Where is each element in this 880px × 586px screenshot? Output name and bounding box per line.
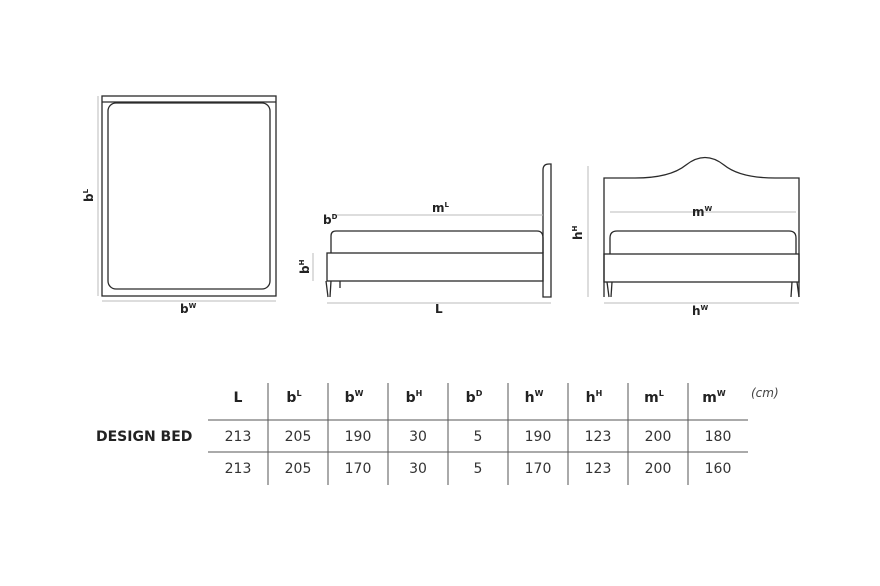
table-cell: 190	[525, 429, 552, 445]
front-view-leg-right-inner	[796, 281, 800, 298]
table-cell: 123	[585, 461, 612, 477]
table-cell: 5	[474, 461, 483, 477]
table-cell: 213	[225, 429, 252, 445]
side-view-leg-front-inner	[329, 280, 332, 298]
label-l: L	[435, 302, 443, 316]
table-cell: 30	[409, 429, 427, 445]
table-cell: 123	[585, 429, 612, 445]
front-view-mattress	[609, 230, 797, 254]
label-bl: bL	[82, 188, 96, 202]
side-view-base	[326, 252, 544, 282]
front-view-base	[603, 253, 800, 283]
table-cell: 213	[225, 461, 252, 477]
front-view-leg-right	[790, 281, 793, 298]
table-header-cell: bH	[406, 389, 423, 406]
table-header-cell: hW	[525, 389, 544, 406]
side-view-mattress	[330, 230, 544, 253]
front-view-headboard	[603, 156, 800, 297]
table-cell: 205	[285, 429, 312, 445]
front-view: mW hH hW	[571, 156, 800, 318]
label-mw: mW	[692, 205, 713, 219]
table-cell: 200	[645, 429, 672, 445]
product-name: DESIGN BED	[96, 429, 192, 445]
table-cell: 170	[345, 461, 372, 477]
front-view-leg-left-inner	[610, 281, 613, 298]
front-view-leg-left	[606, 281, 610, 298]
side-view-leg-front	[325, 280, 329, 298]
label-hh: hH	[571, 225, 585, 240]
unit-label: (cm)	[751, 386, 779, 400]
table-cell: 190	[345, 429, 372, 445]
table-cell: 30	[409, 461, 427, 477]
label-bw: bW	[180, 302, 197, 316]
label-bd: bD	[323, 213, 338, 227]
label-bh: bH	[298, 259, 312, 274]
label-ml: mL	[432, 201, 450, 215]
top-view-mattress	[107, 102, 271, 290]
table-header-cell: bD	[466, 389, 483, 406]
side-view-headboard	[542, 163, 552, 298]
table-header-cell: L	[234, 390, 243, 406]
table-cell: 5	[474, 429, 483, 445]
table-cell: 200	[645, 461, 672, 477]
table-cell: 170	[525, 461, 552, 477]
table-header-cell: hH	[586, 389, 603, 406]
table-header-cell: bW	[345, 389, 364, 406]
table-cell: 160	[705, 461, 732, 477]
table-column-lines	[267, 383, 689, 485]
side-view: mL bD bH L	[298, 163, 552, 316]
top-view-frame	[101, 95, 277, 297]
table-cell: 180	[705, 429, 732, 445]
table-header-cell: bL	[286, 389, 301, 406]
table-header-cell: mW	[702, 389, 726, 406]
top-view: bL bW	[82, 95, 277, 316]
table-body: 213 205 190 30 5 190 123 200 180 213 205 170 30 5 170 1…	[225, 429, 732, 477]
label-hw: hW	[692, 304, 709, 318]
table-header-cell: mL	[644, 389, 664, 406]
table-cell: 205	[285, 461, 312, 477]
